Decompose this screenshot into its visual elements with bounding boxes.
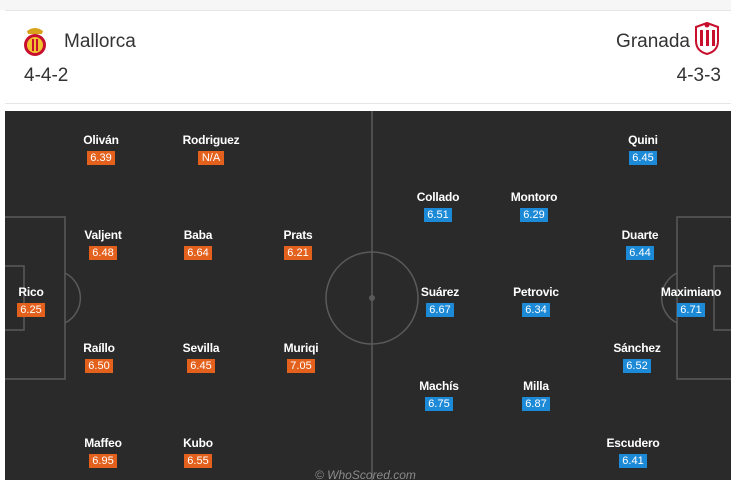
player-name: Machís [419, 379, 459, 393]
player-rating: 6.51 [424, 208, 452, 222]
player-name: Duarte [621, 228, 659, 242]
player-name: Oliván [83, 133, 119, 147]
top-strip [0, 0, 731, 10]
player-name: Milla [523, 379, 549, 393]
player-rating: 6.29 [520, 208, 548, 222]
player-rating: 6.34 [522, 303, 550, 317]
away-player[interactable]: Milla 6.87 [496, 379, 576, 412]
player-rating: 6.44 [626, 246, 654, 260]
player-name: Rodriguez [182, 133, 240, 147]
player-rating: 6.45 [187, 359, 215, 373]
player-name: Escudero [606, 436, 660, 450]
home-player[interactable]: Sevilla 6.45 [161, 341, 241, 374]
player-rating: 6.52 [623, 359, 651, 373]
away-player[interactable]: Escudero 6.41 [593, 436, 673, 469]
player-rating: 6.95 [89, 454, 117, 468]
pitch: Oliván 6.39 Rodriguez N/A Valjent 6.48 B… [5, 111, 731, 480]
away-player[interactable]: Suárez 6.67 [400, 285, 480, 318]
player-name: Maximiano [660, 285, 722, 299]
home-player[interactable]: Rodriguez N/A [171, 133, 251, 166]
away-formation: 4-3-3 [676, 65, 721, 86]
home-player[interactable]: Prats 6.21 [258, 228, 338, 261]
player-name: Baba [183, 228, 213, 242]
away-player[interactable]: Duarte 6.44 [600, 228, 680, 261]
player-rating: 6.55 [184, 454, 212, 468]
away-player[interactable]: Quini 6.45 [603, 133, 683, 166]
player-name: Raíllo [83, 341, 115, 355]
home-player[interactable]: Raíllo 6.50 [59, 341, 139, 374]
mallorca-crest-icon [24, 28, 46, 56]
watermark: © WhoScored.com [315, 468, 416, 480]
player-rating: 6.75 [425, 397, 453, 411]
home-player[interactable]: Kubo 6.55 [158, 436, 238, 469]
away-team-name: Granada [616, 31, 690, 52]
player-name: Prats [283, 228, 313, 242]
away-player[interactable]: Sánchez 6.52 [597, 341, 677, 374]
home-player[interactable]: Oliván 6.39 [61, 133, 141, 166]
player-name: Valjent [84, 228, 122, 242]
home-formation: 4-4-2 [24, 65, 69, 86]
player-name: Maffeo [84, 436, 122, 450]
away-player[interactable]: Machís 6.75 [399, 379, 479, 412]
player-rating: N/A [198, 151, 224, 165]
home-team-name: Mallorca [64, 31, 136, 52]
player-rating: 7.05 [287, 359, 315, 373]
player-rating: 6.50 [85, 359, 113, 373]
away-player[interactable]: Petrovic 6.34 [496, 285, 576, 318]
player-name: Sevilla [182, 341, 220, 355]
home-player[interactable]: Maffeo 6.95 [63, 436, 143, 469]
granada-crest-icon [695, 21, 719, 55]
pitch-markings [5, 111, 731, 480]
player-rating: 6.87 [522, 397, 550, 411]
player-name: Montoro [510, 190, 558, 204]
player-rating: 6.45 [629, 151, 657, 165]
player-name: Sánchez [613, 341, 661, 355]
player-rating: 6.41 [619, 454, 647, 468]
player-name: Muriqi [283, 341, 319, 355]
player-name: Petrovic [513, 285, 559, 299]
player-rating: 6.64 [184, 246, 212, 260]
match-header: Mallorca 4-4-2 Granada 4-3-3 [5, 10, 731, 104]
player-rating: 6.48 [89, 246, 117, 260]
away-player[interactable]: Maximiano 6.71 [651, 285, 731, 318]
player-rating: 6.71 [677, 303, 705, 317]
home-player[interactable]: Baba 6.64 [158, 228, 238, 261]
player-rating: 6.25 [17, 303, 45, 317]
player-rating: 6.67 [426, 303, 454, 317]
player-name: Kubo [183, 436, 213, 450]
home-player[interactable]: Muriqi 7.05 [261, 341, 341, 374]
player-name: Rico [18, 285, 44, 299]
player-name: Suárez [420, 285, 460, 299]
away-player[interactable]: Montoro 6.29 [494, 190, 574, 223]
player-name: Collado [416, 190, 460, 204]
player-rating: 6.39 [87, 151, 115, 165]
home-player[interactable]: Rico 6.25 [5, 285, 71, 318]
home-player[interactable]: Valjent 6.48 [63, 228, 143, 261]
player-name: Quini [628, 133, 658, 147]
away-player[interactable]: Collado 6.51 [398, 190, 478, 223]
player-rating: 6.21 [284, 246, 312, 260]
